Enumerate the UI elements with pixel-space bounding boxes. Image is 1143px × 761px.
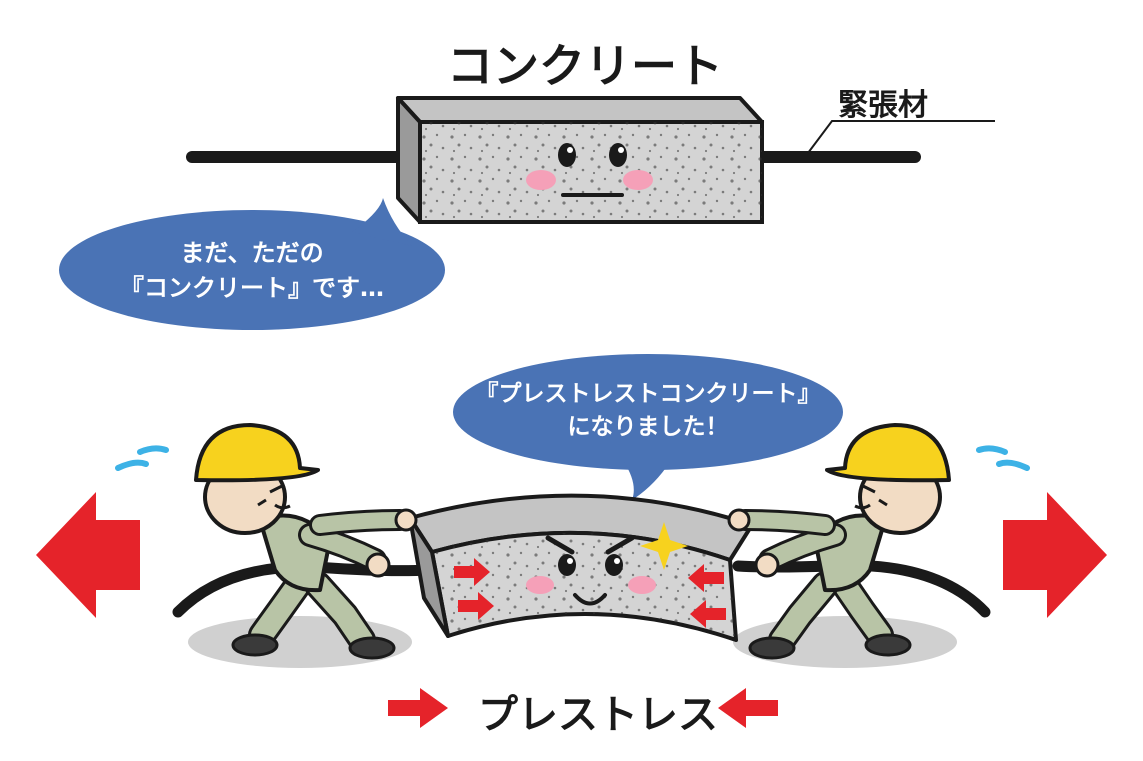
bent-block-side [408,516,450,638]
speech-text-prestressed-line1: 『プレストレストコンクリート』 [475,381,821,407]
speech-bubble-plain [59,198,445,330]
worker-left [115,423,418,660]
cheek-left [526,170,556,190]
prestress-label: プレストレス [478,692,718,738]
speech-bubble-prestressed [453,354,843,500]
helmet-right [825,423,951,483]
speech-text-plain-line1: まだ、ただの [180,239,324,267]
concrete-face-determined [526,535,656,606]
pull-arrow-right [1003,492,1107,618]
sparkle-icon [640,522,688,570]
concrete-block-side [396,96,422,224]
speech-text-plain-line2: 『コンクリート』です… [120,273,384,302]
compression-arrow-left-1 [454,558,490,586]
concrete-block-top [396,96,764,124]
worker-right [727,423,1030,660]
tendon-label: 緊張材 [838,88,928,123]
sweat-right [976,445,1030,471]
prestress-arrow-left [388,688,448,728]
tendon-leader-line [807,120,995,154]
cable-left [172,561,436,618]
bent-concrete-group [408,493,754,642]
pull-arrow-left [36,492,140,618]
prestress-arrow-right [718,688,778,728]
concrete-face-neutral [526,143,653,197]
speech-text-prestressed-line2: になりました！ [567,414,729,441]
speech-text-prestressed: 『プレストレストコンクリート』 になりました！ [468,378,828,445]
compression-arrow-right-2 [690,600,726,628]
concrete-title: コンクリート [447,39,723,93]
speech-text-plain: まだ、ただの 『コンクリート』です… [82,236,422,306]
cheek-right [623,170,653,190]
compression-arrow-left-2 [458,592,494,620]
plain-concrete-group [186,96,995,224]
helmet-left [194,423,320,483]
compression-arrow-right-1 [688,564,724,592]
sweat-left [115,445,169,471]
